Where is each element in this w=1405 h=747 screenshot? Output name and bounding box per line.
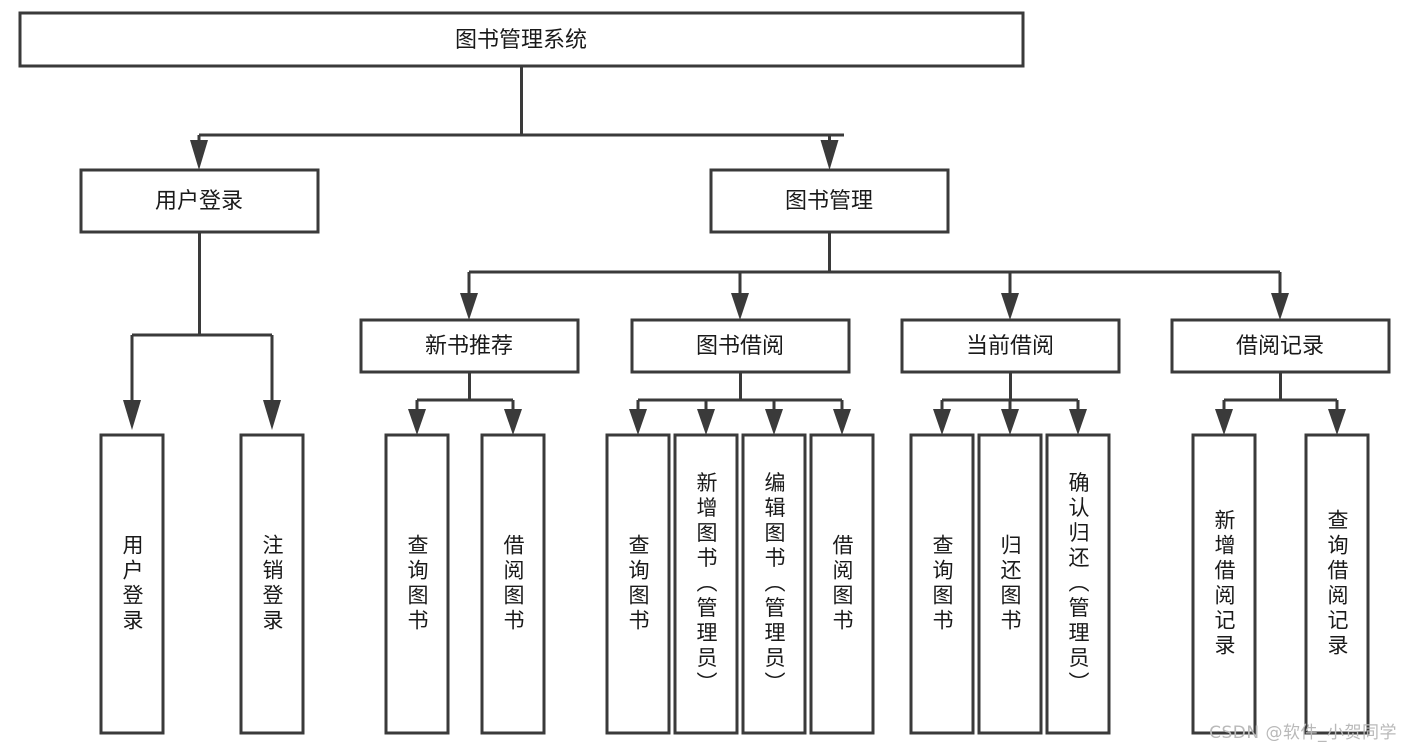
node-borrow-record-label: 借阅记录 [1236,334,1324,359]
node-borrow-record-box[interactable] [1170,318,1391,374]
node-leaf-box[interactable] [741,433,807,735]
node-leaf-label: 借阅图书 [830,534,854,634]
node-leaf-box[interactable] [480,433,546,735]
node-leaf[interactable]: 注销登录 [239,433,305,735]
node-leaf-box[interactable] [673,433,739,735]
node-leaf[interactable]: 查询图书 [605,433,671,735]
node-current-borrow-label: 当前借阅 [966,334,1054,359]
node-user-login-label: 用户登录 [155,189,243,214]
node-leaf[interactable]: 查询借阅记录 [1304,433,1370,735]
node-user-login-box[interactable] [79,168,320,234]
arrow-head-icon [1001,409,1019,435]
node-new-book-recommend-box[interactable] [359,318,580,374]
node-leaf-box[interactable] [239,433,305,735]
node-current-borrow[interactable]: 当前借阅 [900,318,1121,374]
node-leaf[interactable]: 查询图书 [909,433,975,735]
node-leaf[interactable]: 新增图书（管理员） [673,433,739,735]
node-root-box[interactable] [18,11,1025,68]
node-book-management-label: 图书管理 [785,189,873,214]
node-root[interactable]: 图书管理系统 [18,11,1025,68]
node-leaf-label: 借阅图书 [501,534,525,634]
node-leaf[interactable]: 用户登录 [99,433,165,735]
node-book-management[interactable]: 图书管理 [709,168,950,234]
node-borrow-record[interactable]: 借阅记录 [1170,318,1391,374]
node-leaf-box[interactable] [977,433,1043,735]
arrow-head-icon [697,409,715,435]
node-leaf[interactable]: 归还图书 [977,433,1043,735]
node-leaf-box[interactable] [99,433,165,735]
arrow-head-icon [820,140,839,170]
node-leaf-label: 确认归还（管理员） [1066,472,1090,697]
arrow-head-icon [629,409,647,435]
arrow-head-icon [123,400,141,430]
arrow-head-icon [1328,409,1346,435]
node-leaf-box[interactable] [1191,433,1257,735]
arrow-head-icon [504,409,522,435]
node-leaf-box[interactable] [1045,433,1111,735]
arrow-head-icon [460,293,478,320]
node-leaf-label: 查询图书 [626,534,650,634]
node-leaf-label: 新增借阅记录 [1212,509,1236,659]
arrow-head-icon [263,400,281,430]
node-leaf[interactable]: 借阅图书 [809,433,875,735]
arrow-head-icon [1271,293,1289,320]
node-leaf-label: 用户登录 [120,534,144,634]
arrow-head-icon [731,293,749,320]
node-book-borrow-label: 图书借阅 [696,334,784,359]
arrow-head-icon [1069,409,1087,435]
node-root-label: 图书管理系统 [455,28,587,53]
node-leaf-label: 归还图书 [998,534,1022,634]
node-new-book-recommend-label: 新书推荐 [425,334,513,359]
node-current-borrow-box[interactable] [900,318,1121,374]
arrow-head-icon [765,409,783,435]
node-leaf-box[interactable] [809,433,875,735]
node-leaf-label: 查询借阅记录 [1325,509,1349,659]
csdn-watermark: CSDN @软件_小贺同学 [1209,723,1397,743]
node-book-borrow-box[interactable] [630,318,851,374]
node-leaf-box[interactable] [1304,433,1370,735]
arrow-head-icon [1215,409,1233,435]
arrow-head-icon [933,409,951,435]
arrow-head-icon [833,409,851,435]
node-user-login[interactable]: 用户登录 [79,168,320,234]
node-leaf[interactable]: 编辑图书（管理员） [741,433,807,735]
node-book-borrow[interactable]: 图书借阅 [630,318,851,374]
arrow-head-icon [190,140,208,170]
node-leaf[interactable]: 借阅图书 [480,433,546,735]
arrow-head-icon [1001,293,1019,320]
node-leaf-box[interactable] [384,433,450,735]
arrow-head-icon [408,409,426,435]
node-leaf[interactable]: 确认归还（管理员） [1045,433,1111,735]
node-leaf-label: 编辑图书（管理员） [762,472,786,697]
node-leaf-label: 查询图书 [930,534,954,634]
arrowhead-layer [123,140,1346,435]
connector-layer [130,66,1339,409]
node-leaf-box[interactable] [605,433,671,735]
node-leaf[interactable]: 新增借阅记录 [1191,433,1257,735]
node-leaf-label: 查询图书 [405,534,429,634]
node-new-book-recommend[interactable]: 新书推荐 [359,318,580,374]
node-book-management-box[interactable] [709,168,950,234]
node-leaf[interactable]: 查询图书 [384,433,450,735]
node-leaf-label: 新增图书（管理员） [694,472,718,697]
node-leaf-box[interactable] [909,433,975,735]
node-leaf-label: 注销登录 [260,534,284,634]
